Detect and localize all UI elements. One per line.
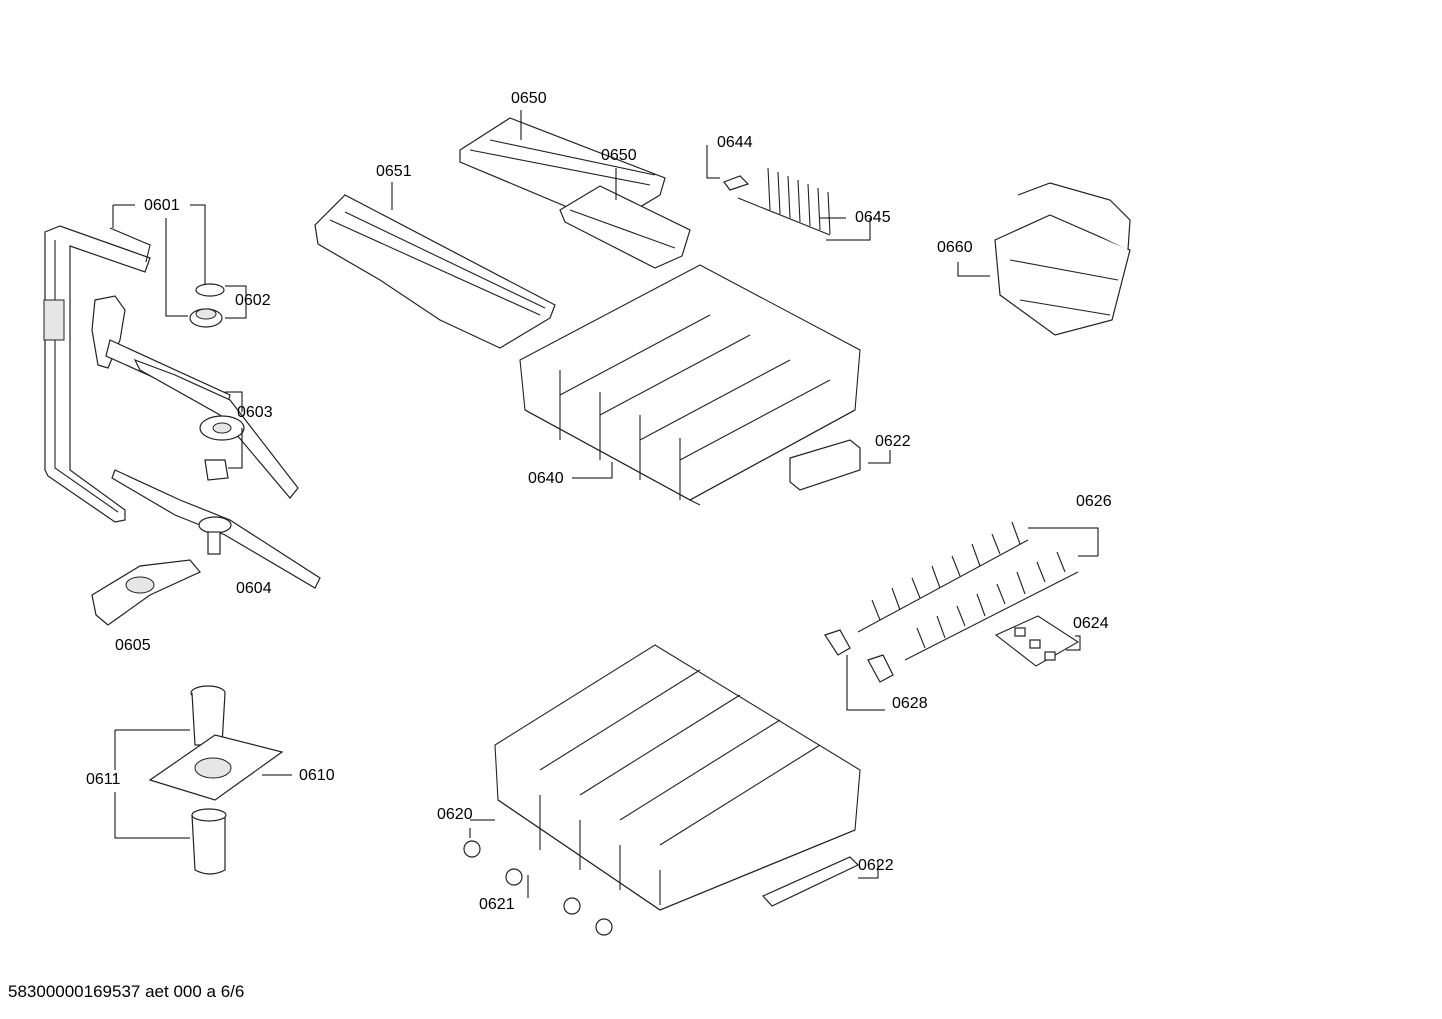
part-label-0605: 0605 — [115, 637, 151, 654]
wheel-set-part — [463, 840, 613, 936]
rack-clip-pair-part — [824, 629, 894, 683]
cutlery-basket-part — [994, 182, 1131, 336]
leader-lines — [112, 110, 1099, 898]
part-label-0651: 0651 — [376, 163, 412, 180]
part-label-0628: 0628 — [892, 695, 928, 712]
part-label-0650-a: 0650 — [511, 90, 547, 107]
clip-set-part — [994, 615, 1080, 667]
part-label-0603: 0603 — [237, 404, 273, 421]
filter-cover-part — [91, 559, 201, 626]
tine-row-b-part — [904, 551, 1079, 661]
part-label-0602: 0602 — [235, 292, 271, 309]
part-label-0601: 0601 — [144, 197, 180, 214]
part-label-0650-b: 0650 — [601, 147, 637, 164]
part-label-0626: 0626 — [1076, 493, 1112, 510]
upper-basket-part — [519, 264, 861, 506]
part-label-0620: 0620 — [437, 806, 473, 823]
part-label-0622-upper: 0622 — [875, 433, 911, 450]
part-label-0621: 0621 — [479, 896, 515, 913]
part-label-0611: 0611 — [86, 771, 121, 788]
part-label-0645: 0645 — [855, 209, 891, 226]
filter-assembly-part — [148, 685, 284, 875]
handle-lower-part — [762, 856, 860, 907]
lower-basket-part — [494, 644, 861, 911]
part-label-0604: 0604 — [236, 580, 272, 597]
document-id-footer: 58300000169537 aet 000 a 6/6 — [8, 982, 245, 1001]
rack-insert-b-part — [559, 185, 691, 269]
hub-parts — [189, 283, 225, 328]
part-label-0622-lower: 0622 — [858, 857, 894, 874]
part-label-0660: 0660 — [937, 239, 973, 256]
part-label-0644: 0644 — [717, 134, 753, 151]
handle-upper-part — [789, 439, 861, 491]
lower-spray-arm-part — [111, 469, 321, 589]
part-label-0640: 0640 — [528, 470, 564, 487]
part-label-0610: 0610 — [299, 767, 335, 784]
upper-spray-arm-part — [91, 295, 299, 499]
clip-part — [723, 175, 750, 191]
supply-pipe-part — [43, 225, 151, 523]
part-label-0624: 0624 — [1073, 615, 1109, 632]
cutlery-tray-part — [314, 194, 556, 349]
tine-row-a-part — [857, 521, 1029, 633]
folding-tines-part — [737, 167, 831, 236]
